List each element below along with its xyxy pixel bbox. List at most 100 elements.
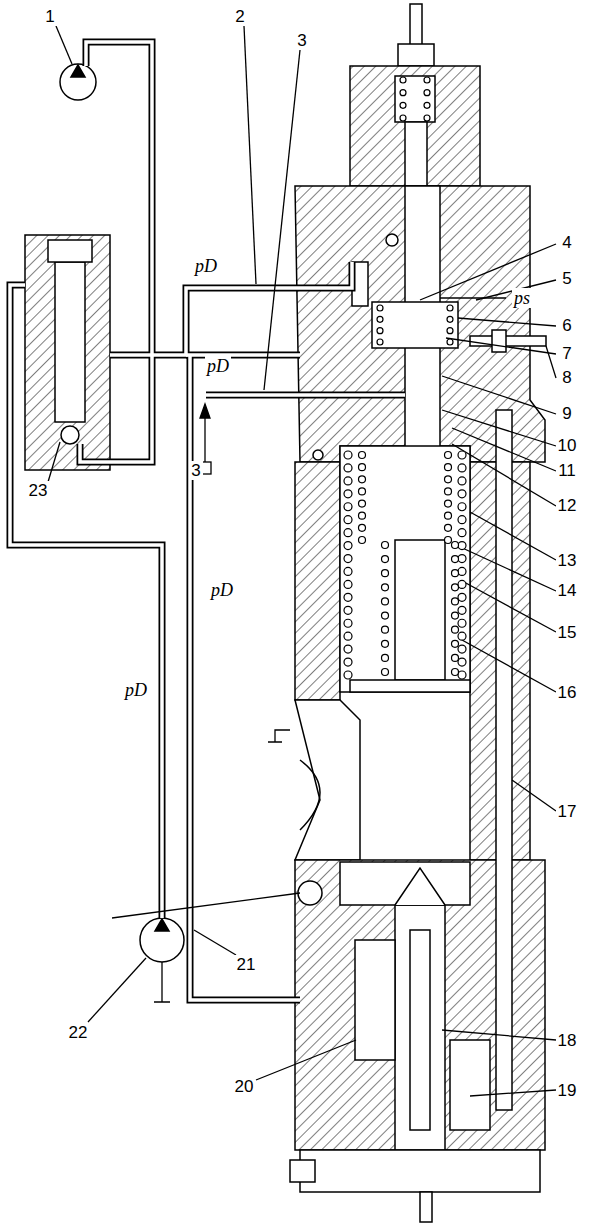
spring-coil <box>382 570 389 577</box>
spring-coil <box>452 640 459 647</box>
callout-number: 13 <box>556 551 579 570</box>
callout-number: 17 <box>556 802 579 821</box>
spring-coil <box>424 102 430 108</box>
spring-coil <box>344 580 352 588</box>
callout-number: 21 <box>235 955 258 974</box>
spring-coil <box>452 669 459 676</box>
spring-coil <box>344 645 352 653</box>
callout-number: 22 <box>67 1023 90 1042</box>
spring-coil <box>447 316 453 322</box>
spring-coil <box>452 612 459 619</box>
pressure-label: ps <box>512 288 532 308</box>
spring-coil <box>452 654 459 661</box>
spring-coil <box>445 524 452 531</box>
spring-coil <box>447 305 453 311</box>
callout-number: 2 <box>233 7 246 26</box>
spring-coil <box>424 90 430 96</box>
callout-number: 20 <box>233 1077 256 1096</box>
spring-coil <box>458 477 466 485</box>
callout-number: 3 <box>295 31 308 50</box>
pressure-label: pD <box>123 680 149 700</box>
spring-coil <box>445 537 452 544</box>
spring-coil <box>445 500 452 507</box>
spring-coil <box>400 115 406 121</box>
spring-coil <box>452 584 459 591</box>
spring-coil <box>458 464 466 472</box>
callout-number: 4 <box>560 233 573 252</box>
spring-coil <box>344 464 352 472</box>
spring-coil <box>447 339 453 345</box>
spring-coil <box>377 316 383 322</box>
spring-coil <box>445 488 452 495</box>
spring-coil <box>458 542 466 550</box>
spring-coil <box>344 619 352 627</box>
spring-coil <box>458 645 466 653</box>
spring-coil <box>458 658 466 666</box>
spring-coil <box>458 632 466 640</box>
spring-coil <box>458 451 466 459</box>
spring-coil <box>344 451 352 459</box>
spring-coil <box>382 654 389 661</box>
spring-coil <box>382 542 389 549</box>
callout-number: 18 <box>556 1031 579 1050</box>
spring-coil <box>458 555 466 563</box>
callout-number: 1 <box>43 7 56 26</box>
callout-number: 9 <box>560 404 573 423</box>
spring-coil <box>382 598 389 605</box>
spring-coil <box>344 632 352 640</box>
spring-coil <box>344 555 352 563</box>
spring-coil <box>344 529 352 537</box>
spring-coil <box>344 490 352 498</box>
spring-coil <box>344 593 352 601</box>
spring-coil <box>458 593 466 601</box>
pressure-label: pD <box>209 580 235 600</box>
callout-number: 5 <box>560 269 573 288</box>
spring-coil <box>458 580 466 588</box>
spring-coil <box>452 556 459 563</box>
callout-number: 8 <box>560 368 573 387</box>
spring-coil <box>344 658 352 666</box>
spring-coil <box>458 567 466 575</box>
spring-coil <box>359 500 366 507</box>
spring-coil <box>359 464 366 471</box>
spring-coil <box>400 102 406 108</box>
spring-coil <box>424 115 430 121</box>
pressure-label: pD <box>193 256 219 276</box>
spring-coil <box>458 606 466 614</box>
spring-coil <box>344 477 352 485</box>
callout-number: 16 <box>556 683 579 702</box>
spring-coil <box>458 529 466 537</box>
spring-coil <box>445 452 452 459</box>
spring-coil <box>445 476 452 483</box>
spring-coil <box>382 556 389 563</box>
spring-coil <box>359 488 366 495</box>
spring-coil <box>377 339 383 345</box>
spring-coil <box>344 542 352 550</box>
callout-number: 11 <box>556 461 578 480</box>
spring-coil <box>452 570 459 577</box>
spring-coil <box>400 77 406 83</box>
callout-number: 19 <box>556 1081 579 1100</box>
spring-coil <box>359 512 366 519</box>
spring-coil <box>400 90 406 96</box>
spring-coil <box>359 524 366 531</box>
spring-coil <box>344 516 352 524</box>
spring-coil <box>452 542 459 549</box>
spring-coil <box>377 328 383 334</box>
spring-coil <box>359 452 366 459</box>
callout-number: 14 <box>556 581 579 600</box>
spring-coil <box>359 476 366 483</box>
spring-coil <box>382 584 389 591</box>
spring-coil <box>424 77 430 83</box>
spring-coil <box>445 512 452 519</box>
spring-coil <box>445 464 452 471</box>
callout-number: 12 <box>556 496 579 515</box>
callout-number: 7 <box>560 344 573 363</box>
spring-coil <box>458 516 466 524</box>
spring-coil <box>458 503 466 511</box>
spring-coil <box>458 671 466 679</box>
spring-coil <box>447 328 453 334</box>
pressure-label: pD <box>205 356 231 376</box>
callout-number: 15 <box>556 623 579 642</box>
spring-coil <box>344 567 352 575</box>
